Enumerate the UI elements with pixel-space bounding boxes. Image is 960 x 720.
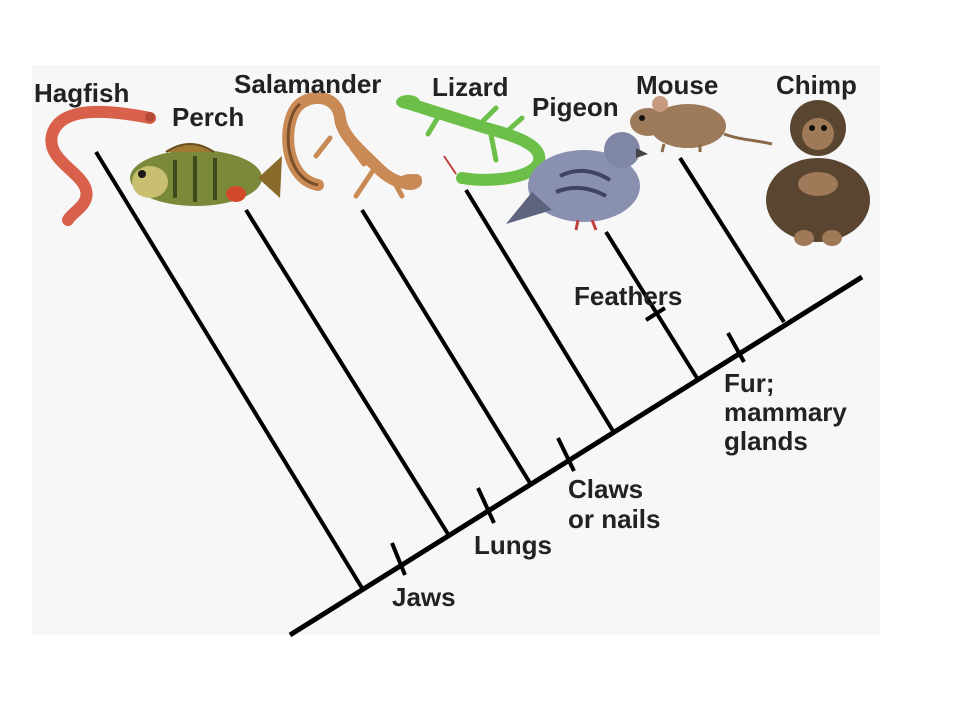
branch-hagfish bbox=[94, 150, 364, 590]
trait-label-lungs-line-1: Lungs bbox=[474, 530, 552, 560]
trait-label-jaws: Jaws bbox=[392, 582, 456, 612]
tick-jaws bbox=[390, 542, 407, 576]
taxon-label-perch: Perch bbox=[172, 102, 244, 132]
taxon-label-hagfish: Hagfish bbox=[34, 78, 129, 108]
trait-label-feathers: Feathers bbox=[574, 281, 682, 311]
trait-label-claws-line-1: Claws bbox=[568, 474, 643, 504]
trait-label-fur-line-3: glands bbox=[724, 426, 808, 456]
taxon-label-pigeon: Pigeon bbox=[532, 92, 619, 122]
chimp-illustration bbox=[766, 100, 870, 246]
trait-label-lungs: Lungs bbox=[474, 530, 552, 560]
trait-label-fur-line-1: Fur; bbox=[724, 368, 775, 398]
branch-lizard bbox=[464, 188, 615, 433]
perch-illustration bbox=[130, 143, 282, 206]
branch-pigeon bbox=[604, 230, 699, 380]
trait-label-claws-line-2: or nails bbox=[568, 504, 660, 534]
taxon-label-mouse: Mouse bbox=[636, 70, 718, 100]
pigeon-illustration bbox=[506, 132, 648, 231]
tick-lungs bbox=[476, 487, 496, 524]
lizard-illustration bbox=[396, 95, 546, 186]
tick-fur bbox=[726, 332, 746, 363]
hagfish-illustration bbox=[45, 105, 156, 226]
tick-feathers bbox=[644, 306, 667, 322]
taxon-label-salamander: Salamander bbox=[234, 69, 381, 99]
salamander-illustration bbox=[282, 91, 422, 199]
trait-label-jaws-line-1: Jaws bbox=[392, 582, 456, 612]
tick-claws bbox=[556, 437, 576, 472]
taxon-label-lizard: Lizard bbox=[432, 72, 509, 102]
cladogram-trunk bbox=[288, 274, 864, 638]
trait-label-claws: Claws or nails bbox=[568, 474, 660, 534]
trait-label-fur: Fur; mammary glands bbox=[724, 368, 854, 456]
trait-label-feathers-line-1: Feathers bbox=[574, 281, 682, 311]
taxon-label-chimp: Chimp bbox=[776, 70, 857, 100]
branch-salamander bbox=[360, 208, 532, 485]
trait-label-fur-line-2: mammary bbox=[724, 397, 847, 427]
diagram-panel bbox=[32, 65, 880, 635]
mouse-illustration bbox=[630, 96, 773, 153]
branch-perch bbox=[244, 208, 450, 536]
branch-mouse bbox=[678, 156, 786, 324]
